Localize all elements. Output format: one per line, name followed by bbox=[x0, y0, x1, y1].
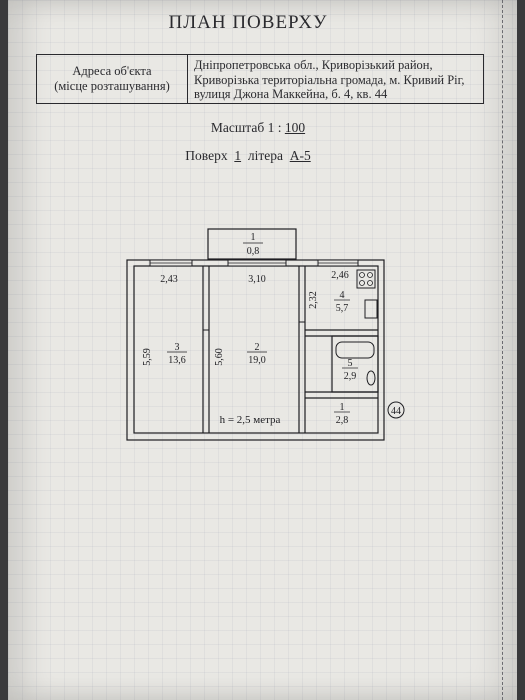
room3-number: 3 bbox=[175, 342, 180, 353]
address-label-line2: (місце розташування) bbox=[54, 79, 170, 93]
room5-area: 2,9 bbox=[344, 371, 357, 382]
address-table: Адреса об'єкта (місце розташування) Дніп… bbox=[36, 54, 484, 104]
scale-label: Масштаб 1 : bbox=[210, 120, 282, 135]
bathroom-wall bbox=[331, 335, 379, 393]
stove-icon bbox=[356, 269, 376, 289]
sink-icon bbox=[364, 299, 378, 319]
room3-length: 5,59 bbox=[142, 348, 153, 366]
room4-length: 2,32 bbox=[308, 291, 319, 309]
bathtub-icon bbox=[335, 341, 375, 359]
room1-number: 1 bbox=[340, 402, 345, 413]
room2-width: 3,10 bbox=[248, 274, 266, 285]
scale-value: 100 bbox=[284, 120, 306, 135]
address-label-line1: Адреса об'єкта bbox=[72, 64, 152, 78]
toilet-icon bbox=[366, 370, 376, 386]
letter-value: А-5 bbox=[289, 148, 311, 163]
room5-number: 5 bbox=[348, 358, 353, 369]
address-value-line1: Дніпропетровська обл., Криворізький райо… bbox=[194, 58, 433, 72]
ceiling-height: h = 2,5 метра bbox=[220, 414, 281, 426]
address-value-line3: вулиця Джона Маккейна, б. 4, кв. 44 bbox=[194, 87, 388, 101]
scale-line: Масштаб 1 : 100 bbox=[8, 120, 508, 136]
room3-width: 2,43 bbox=[160, 274, 178, 285]
address-value-line2: Криворізька територіальна громада, м. Кр… bbox=[194, 72, 465, 87]
floor-line: Поверх 1 літера А-5 bbox=[8, 148, 488, 164]
balcony-outline bbox=[207, 228, 297, 260]
room4-area: 5,7 bbox=[336, 303, 349, 314]
room4-number: 4 bbox=[340, 290, 345, 301]
balcony-number: 1 bbox=[251, 232, 256, 243]
floor-value: 1 bbox=[234, 148, 242, 163]
address-value-cell: Дніпропетровська обл., Криворізький райо… bbox=[188, 55, 483, 103]
apartment-number: 44 bbox=[391, 406, 401, 417]
room1-area: 2,8 bbox=[336, 415, 349, 426]
address-label-cell: Адреса об'єкта (місце розташування) bbox=[37, 55, 188, 103]
apartment-number-circle bbox=[387, 401, 405, 419]
room2-area: 19,0 bbox=[248, 355, 266, 366]
letter-label: літера bbox=[247, 148, 283, 163]
room2-number: 2 bbox=[255, 342, 260, 353]
margin-line bbox=[502, 0, 504, 700]
room2-length: 5,60 bbox=[214, 348, 225, 366]
room4-width: 2,46 bbox=[331, 270, 349, 281]
floor-label: Поверх bbox=[185, 148, 228, 163]
balcony-area: 0,8 bbox=[247, 246, 260, 257]
document-sheet: ПЛАН ПОВЕРХУ Адреса об'єкта (місце розта… bbox=[8, 0, 517, 700]
page-title: ПЛАН ПОВЕРХУ bbox=[168, 12, 328, 33]
room3-area: 13,6 bbox=[168, 355, 186, 366]
